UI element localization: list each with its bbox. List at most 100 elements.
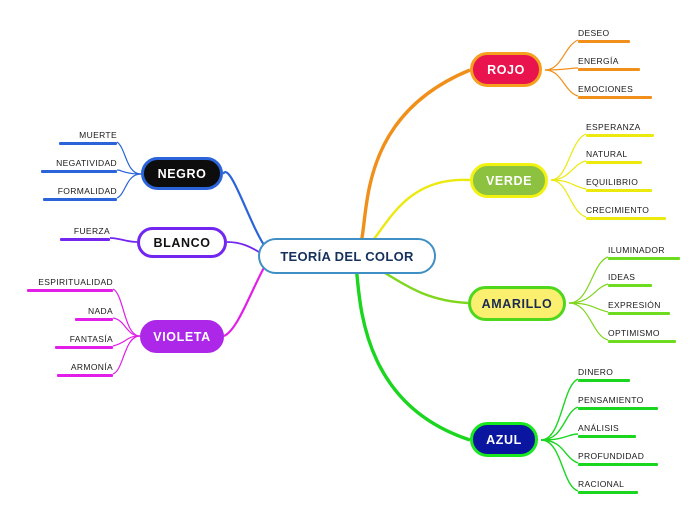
branch-node-label: VIOLETA [153,329,211,344]
leaf-label: ESPERANZA [586,122,641,132]
leaf-label: ARMONÍA [70,362,113,372]
leaf-underline [586,134,654,137]
leaf-label: DESEO [578,28,610,38]
leaf-label: PENSAMIENTO [578,395,644,405]
leaf-underline [60,238,110,241]
branch-node-violeta[interactable]: VIOLETA [140,320,224,353]
branch-node-verde[interactable]: VERDE [470,163,548,198]
leaf-label: ESPIRITUALIDAD [38,277,113,287]
leaf-azul-2[interactable]: ANÁLISIS [578,423,688,445]
central-node-label: TEORÍA DEL COLOR [280,248,414,264]
leaf-underline [59,142,117,145]
leaf-underline [578,96,652,99]
leaf-connectors-violeta [112,288,141,375]
leaf-connectors-amarillo [568,256,609,341]
leaf-label: ILUMINADOR [608,245,665,255]
leaf-violeta-1[interactable]: NADA [3,306,113,328]
leaf-label: IDEAS [608,272,636,282]
leaf-verde-2[interactable]: EQUILIBRIO [586,177,696,199]
leaf-rojo-1[interactable]: ENERGÍA [578,56,688,78]
leaf-underline [43,198,117,201]
leaf-negro-2[interactable]: FORMALIDAD [7,186,117,208]
leaf-label: FANTASÍA [69,334,113,344]
leaf-underline [578,491,638,494]
leaf-azul-1[interactable]: PENSAMIENTO [578,395,688,417]
leaf-underline [586,189,652,192]
leaf-label: PROFUNDIDAD [578,451,645,461]
branch-node-azul[interactable]: AZUL [470,422,538,457]
branch-node-label: VERDE [485,173,533,188]
leaf-underline [57,374,113,377]
leaf-label: NADA [87,306,113,316]
leaf-label: CRECIMIENTO [586,205,650,215]
leaf-negro-1[interactable]: NEGATIVIDAD [7,158,117,180]
leaf-label: EXPRESIÓN [608,300,661,310]
branch-node-label: ROJO [487,62,525,77]
leaf-underline [578,379,630,382]
leaf-underline [578,407,658,410]
branch-node-blanco[interactable]: BLANCO [137,227,227,258]
leaf-connectors-rojo [544,39,579,97]
leaf-label: RACIONAL [578,479,625,489]
leaf-label: ANÁLISIS [578,423,620,433]
trunk-blanco [226,241,263,255]
leaf-negro-0[interactable]: MUERTE [7,130,117,152]
leaf-azul-0[interactable]: DINERO [578,367,688,389]
leaf-verde-0[interactable]: ESPERANZA [586,122,696,144]
leaf-underline [55,346,113,349]
leaf-azul-4[interactable]: RACIONAL [578,479,688,501]
leaf-verde-3[interactable]: CRECIMIENTO [586,205,696,227]
leaf-label: ENERGÍA [578,56,619,66]
leaf-connectors-blanco [109,237,138,243]
leaf-underline [27,289,113,292]
trunk-azul [354,264,471,442]
leaf-rojo-2[interactable]: EMOCIONES [578,84,688,106]
trunk-negro [222,170,267,249]
leaf-rojo-0[interactable]: DESEO [578,28,688,50]
leaf-label: EMOCIONES [578,84,634,94]
leaf-violeta-2[interactable]: FANTASÍA [3,334,113,356]
leaf-label: EQUILIBRIO [586,177,639,187]
branch-node-negro[interactable]: NEGRO [141,157,223,190]
leaf-blanco-0[interactable]: FUERZA [0,226,110,248]
branch-node-label: AZUL [486,432,522,447]
trunk-violeta [223,263,267,338]
leaf-underline [586,161,642,164]
leaf-underline [578,463,658,466]
leaf-violeta-3[interactable]: ARMONÍA [3,362,113,384]
leaf-underline [578,68,640,71]
leaf-underline [608,284,652,287]
branch-node-label: AMARILLO [481,296,553,311]
leaf-verde-1[interactable]: NATURAL [586,149,696,171]
leaf-underline [608,340,676,343]
branch-node-amarillo[interactable]: AMARILLO [468,286,566,321]
leaf-azul-3[interactable]: PROFUNDIDAD [578,451,688,473]
leaf-label: OPTIMISMO [608,328,660,338]
leaf-label: NEGATIVIDAD [56,158,117,168]
leaf-underline [578,40,630,43]
leaf-underline [578,435,636,438]
leaf-label: NATURAL [586,149,628,159]
leaf-underline [75,318,113,321]
leaf-violeta-0[interactable]: ESPIRITUALIDAD [3,277,113,299]
leaf-underline [608,312,670,315]
leaf-underline [608,257,680,260]
leaf-label: FUERZA [73,226,110,236]
leaf-connectors-negro [116,141,142,199]
leaf-amarillo-0[interactable]: ILUMINADOR [608,245,696,267]
leaf-label: MUERTE [79,130,117,140]
leaf-underline [586,217,666,220]
leaf-label: DINERO [578,367,614,377]
central-node[interactable]: TEORÍA DEL COLOR [258,238,436,274]
branch-node-label: NEGRO [157,166,207,181]
leaf-connectors-azul [540,378,579,492]
leaf-underline [41,170,117,173]
leaf-connectors-verde [550,133,587,218]
leaf-label: FORMALIDAD [57,186,117,196]
leaf-amarillo-3[interactable]: OPTIMISMO [608,328,696,350]
leaf-amarillo-1[interactable]: IDEAS [608,272,696,294]
leaf-amarillo-2[interactable]: EXPRESIÓN [608,300,696,322]
trunk-rojo [356,68,471,251]
branch-node-rojo[interactable]: ROJO [470,52,542,87]
